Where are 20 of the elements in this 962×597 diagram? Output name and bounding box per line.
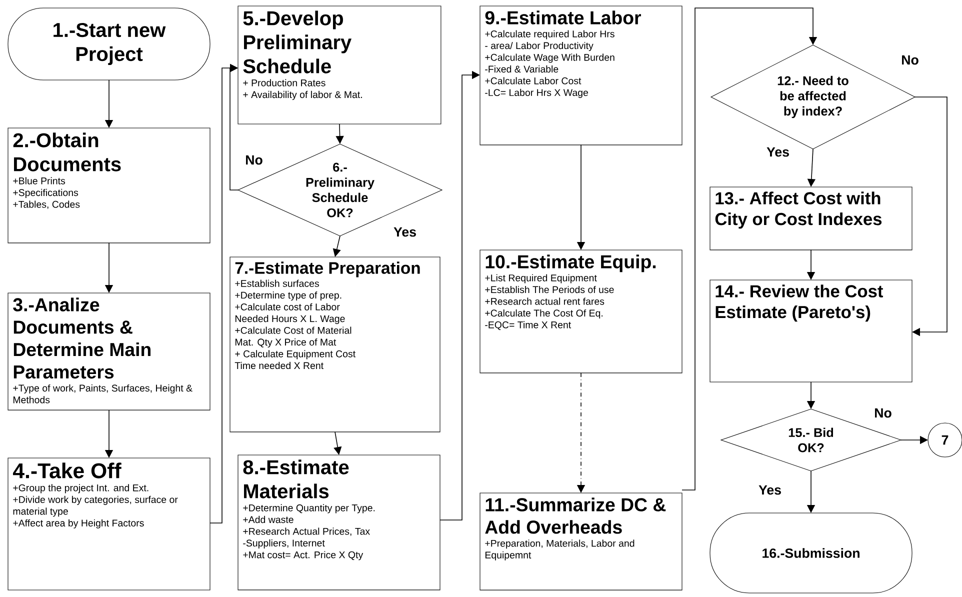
process-box: 7.-Estimate Preparation +Establish surfaces +Determine type of prep. +Calculate cost of Labor Needed Hours X L. Wage +Calculate Cost of Material Mat. Qty X Price of Mat + Calculate Equipment Cost Time needed X Rent <box>230 256 440 432</box>
arrow <box>336 124 344 144</box>
edge-label: No <box>244 154 264 166</box>
process-box: 5.-Develop Preliminary Schedule + Production Rates + Availability of labor & Mat. <box>238 6 442 124</box>
arrow <box>440 70 480 520</box>
process-box: 2.-Obtain Documents +Blue Prints +Specifications +Tables, Codes <box>8 128 210 244</box>
process-box: 10.-Estimate Equip. +List Required Equipment +Establish The Periods of use +Research actual rent fares +Calculate The Cost Of Eq. -EQC= Time X Rent <box>480 250 682 374</box>
arrow <box>334 432 342 455</box>
arrow <box>682 8 818 490</box>
arrow <box>230 64 238 190</box>
edge-label: Yes <box>392 226 418 238</box>
process-box: 4.-Take Off +Group the project Int. and Ext. +Divide work by categories, surface or material type +Affect area by Height Factors <box>8 458 210 590</box>
process-box: 3.-Analize Documents & Determine Main Parameters +Type of work, Paints, Surfaces, Height & Methods <box>8 292 210 410</box>
process-box: 14.- Review the Cost Estimate (Pareto's) <box>710 280 912 382</box>
edge-label: Yes <box>757 484 783 496</box>
process-box: 13.- Affect Cost with City or Cost Indexes <box>710 186 912 250</box>
process-box: 11.-Summarize DC & Add Overheads +Preparation, Materials, Labor and Equipemnt <box>480 492 682 590</box>
edge-label: No <box>872 407 894 419</box>
process-box: 8.-Estimate Materials +Determine Quantity per Type. +Add waste +Research Actual Prices, Tax -Suppliers, Internet +Mat cost= Act. Price X Qty <box>238 454 440 590</box>
process-box: 9.-Estimate Labor +Calculate required Labor Hrs - area/ Labor Productivity +Calculate Wage With Burden -Fixed & Variable +Calculate Labor Cost -LC= Labor Hrs X Wage <box>480 6 682 146</box>
